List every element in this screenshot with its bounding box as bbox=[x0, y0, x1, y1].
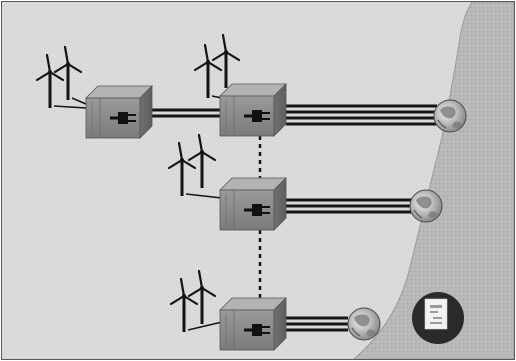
document-badge bbox=[412, 292, 464, 344]
converter-box-icon bbox=[218, 82, 288, 138]
onshore-terminal-2 bbox=[409, 189, 443, 223]
onshore-terminal-3 bbox=[347, 307, 381, 341]
shoreline bbox=[353, 2, 514, 359]
link-converter-3-onshore-2 bbox=[286, 198, 412, 214]
converter-box-icon bbox=[84, 84, 154, 140]
converter-station-2 bbox=[193, 33, 288, 138]
converter-station-1 bbox=[35, 45, 154, 140]
cable-links bbox=[152, 104, 437, 332]
converter-box-icon bbox=[218, 176, 288, 232]
link-converter-4-onshore-3 bbox=[286, 316, 348, 332]
document-icon bbox=[424, 298, 448, 330]
converter-station-4 bbox=[169, 269, 288, 352]
link-converter-1-converter-2 bbox=[152, 108, 220, 118]
onshore-terminal-1 bbox=[433, 99, 467, 133]
converter-station-3 bbox=[167, 133, 288, 232]
link-converter-2-onshore-1 bbox=[286, 104, 437, 126]
converter-box-icon bbox=[218, 296, 288, 352]
